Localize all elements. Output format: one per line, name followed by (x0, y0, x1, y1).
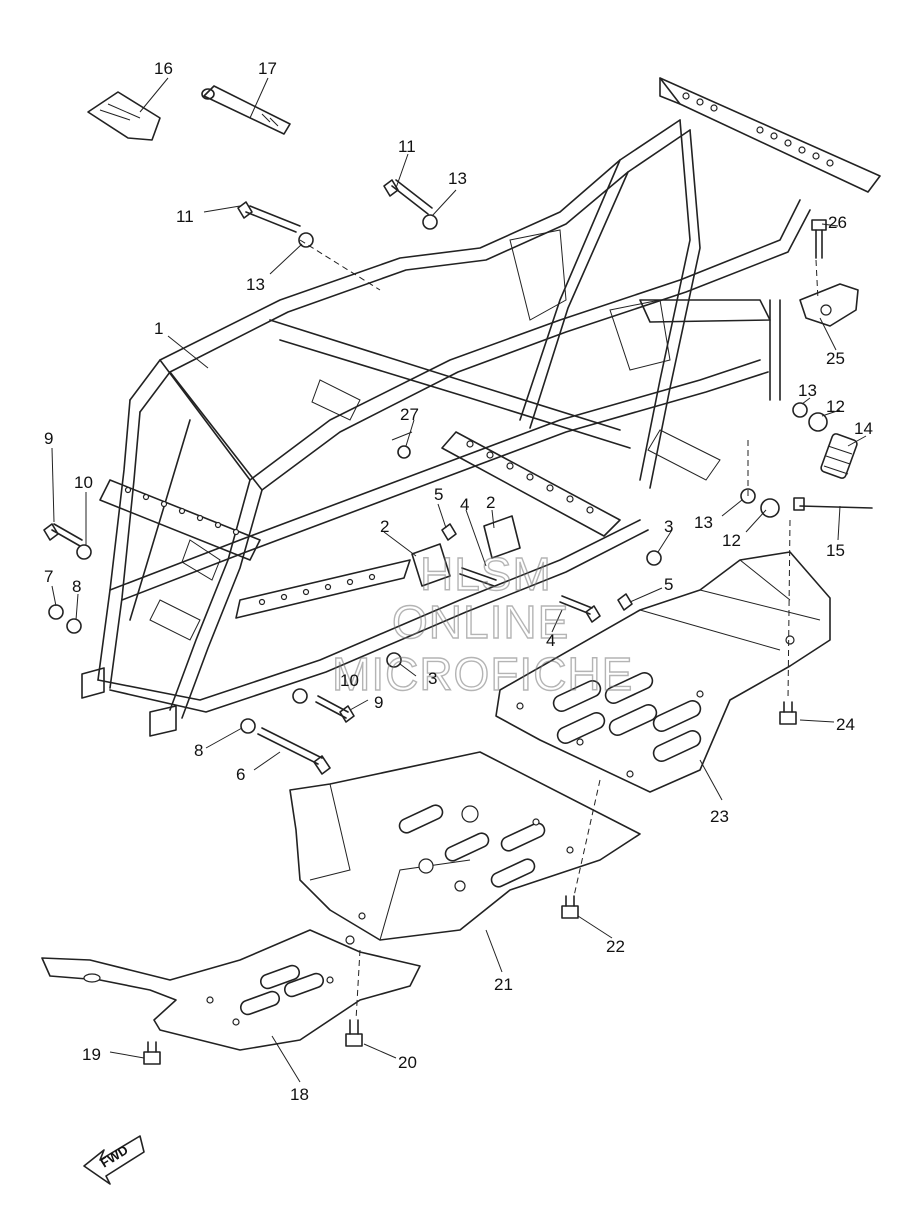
callout-23: 23 (710, 807, 729, 826)
part-22-bolt[interactable] (561, 895, 579, 919)
callout-13-right: 13 (798, 381, 817, 400)
part-24-bolt[interactable] (779, 701, 797, 725)
callout-2-right: 2 (486, 493, 495, 512)
assembly-lines (299, 239, 819, 1021)
callout-4-lower: 4 (546, 631, 555, 650)
callout-11-lower: 11 (176, 207, 194, 226)
callout-7: 7 (44, 567, 53, 586)
callout-17: 17 (258, 59, 277, 78)
callout-8-upper: 8 (72, 577, 81, 596)
part-27-clip[interactable] (391, 431, 413, 459)
callout-26: 26 (828, 213, 847, 232)
watermark-line-3: MICROFICHE (332, 648, 633, 700)
callout-3-right: 3 (664, 517, 673, 536)
part-18-front-skid-plate[interactable] (41, 929, 421, 1051)
callout-5-lower: 5 (664, 575, 673, 594)
callout-13-left: 13 (246, 275, 265, 294)
part-11-bolt-lower[interactable] (237, 201, 301, 233)
part-26-bolt[interactable] (811, 219, 827, 259)
callout-2-left: 2 (380, 517, 389, 536)
callout-15: 15 (826, 541, 845, 560)
callout-10-lower: 10 (340, 671, 359, 690)
part-16-label-plate[interactable] (87, 91, 161, 141)
part-8-washers[interactable] (66, 618, 256, 734)
part-23-rear-skid-plate[interactable] (495, 551, 831, 793)
callout-22: 22 (606, 937, 625, 956)
callout-24: 24 (836, 715, 855, 734)
part-11-bolt-upper[interactable] (383, 179, 433, 215)
callout-4-upper: 4 (460, 495, 469, 514)
part-7-nut[interactable] (48, 604, 64, 620)
part-21-middle-skid-plate[interactable] (289, 751, 641, 941)
fwd-label: FWD (98, 1142, 131, 1170)
callout-9-lower: 9 (374, 693, 383, 712)
callout-1: 1 (154, 319, 163, 338)
callout-14: 14 (854, 419, 873, 438)
callout-21: 21 (494, 975, 513, 994)
part-15-bolt[interactable] (793, 497, 873, 511)
callout-12-upper: 12 (826, 397, 845, 416)
watermark-line-1: HLSM (420, 548, 552, 600)
callout-9-upper: 9 (44, 429, 53, 448)
part-10-washers[interactable] (76, 544, 308, 704)
watermark-line-2: ONLINE (392, 596, 569, 648)
part-25-bracket[interactable] (799, 283, 859, 327)
callout-19: 19 (82, 1045, 101, 1064)
part-1-main-frame[interactable] (81, 77, 881, 737)
part-14-bushing[interactable] (820, 433, 858, 479)
part-6-bolt[interactable] (257, 727, 331, 775)
callout-13-lower: 13 (694, 513, 713, 532)
watermark: HLSM ONLINE MICROFICHE (331, 547, 633, 700)
callout-13-top: 13 (448, 169, 467, 188)
part-9-bolts[interactable] (43, 523, 355, 723)
fwd-arrow-icon: FWD (83, 1135, 145, 1185)
part-3-nuts[interactable] (386, 550, 662, 668)
callout-25: 25 (826, 349, 845, 368)
part-17-rod[interactable] (201, 85, 291, 135)
callout-18: 18 (290, 1085, 309, 1104)
callout-11-upper: 11 (398, 137, 416, 156)
callout-8-lower: 8 (194, 741, 203, 760)
part-19-bolt[interactable] (143, 1041, 161, 1065)
callout-6: 6 (236, 765, 245, 784)
callout-12-lower: 12 (722, 531, 741, 550)
callout-5-upper: 5 (434, 485, 443, 504)
callout-16: 16 (154, 59, 173, 78)
part-12-nuts[interactable] (760, 412, 828, 518)
callout-27: 27 (400, 405, 419, 424)
leader-lines (51, 77, 867, 1083)
callout-numbers: 1 2 2 3 3 4 4 5 5 6 7 8 8 9 9 10 10 11 1… (44, 59, 873, 1104)
callout-20: 20 (398, 1053, 417, 1072)
callout-10-upper: 10 (74, 473, 93, 492)
part-5-bolts[interactable] (441, 523, 633, 611)
part-20-bolt[interactable] (345, 1019, 363, 1047)
part-2-brackets[interactable] (411, 515, 521, 587)
part-13-washers[interactable] (298, 214, 808, 504)
part-4-bolts[interactable] (459, 567, 601, 623)
callout-3-left: 3 (428, 669, 437, 688)
